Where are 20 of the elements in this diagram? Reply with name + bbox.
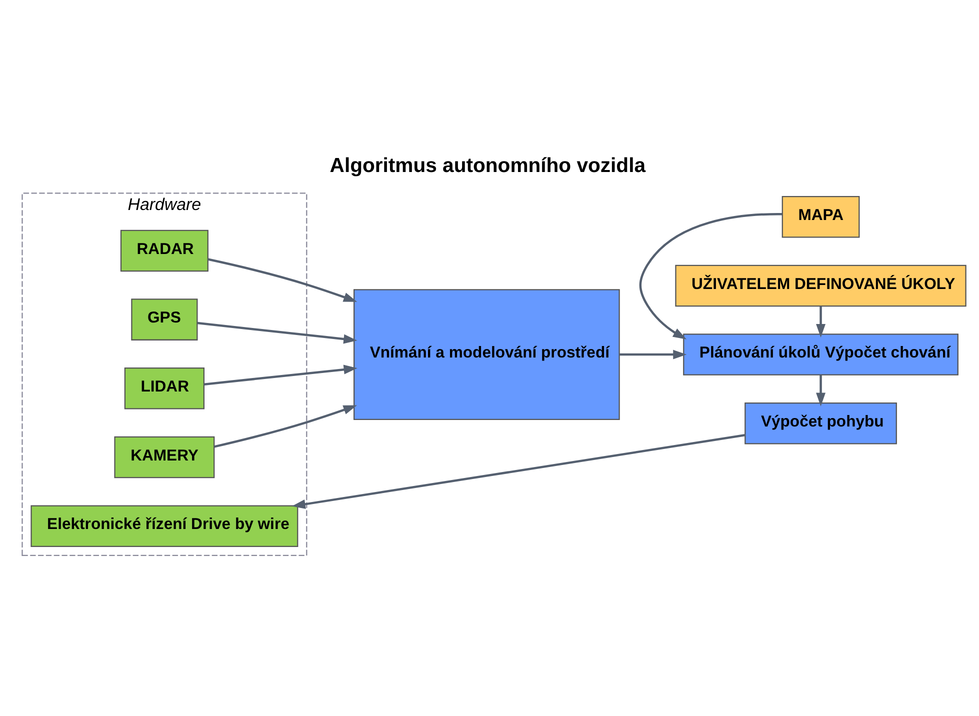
node-box: UŽIVATELEM DEFINOVANÉ ÚKOLY xyxy=(675,264,966,306)
arrow xyxy=(204,364,358,385)
node-box: KAMERY xyxy=(114,436,215,478)
node-box: Elektronické řízení Drive by wire xyxy=(30,504,298,546)
diagram-title: Algoritmus autonomního vozidla xyxy=(330,154,646,177)
arrow xyxy=(619,349,687,359)
node-box: LIDAR xyxy=(124,367,204,409)
arrow xyxy=(214,404,357,448)
node-box: Vnímání a modelování prostředí xyxy=(354,288,620,420)
node-box: MAPA xyxy=(782,195,860,238)
arrow xyxy=(639,212,782,339)
arrow xyxy=(816,374,826,406)
arrow xyxy=(208,258,358,302)
node-box: GPS xyxy=(131,298,198,340)
arrow xyxy=(197,321,358,344)
node-box: Výpočet pohybu xyxy=(744,402,897,444)
node-box: RADAR xyxy=(120,229,208,272)
arrow xyxy=(816,306,826,338)
node-box: Plánování úkolů Výpočet chování xyxy=(683,333,958,375)
arrow xyxy=(292,434,745,508)
